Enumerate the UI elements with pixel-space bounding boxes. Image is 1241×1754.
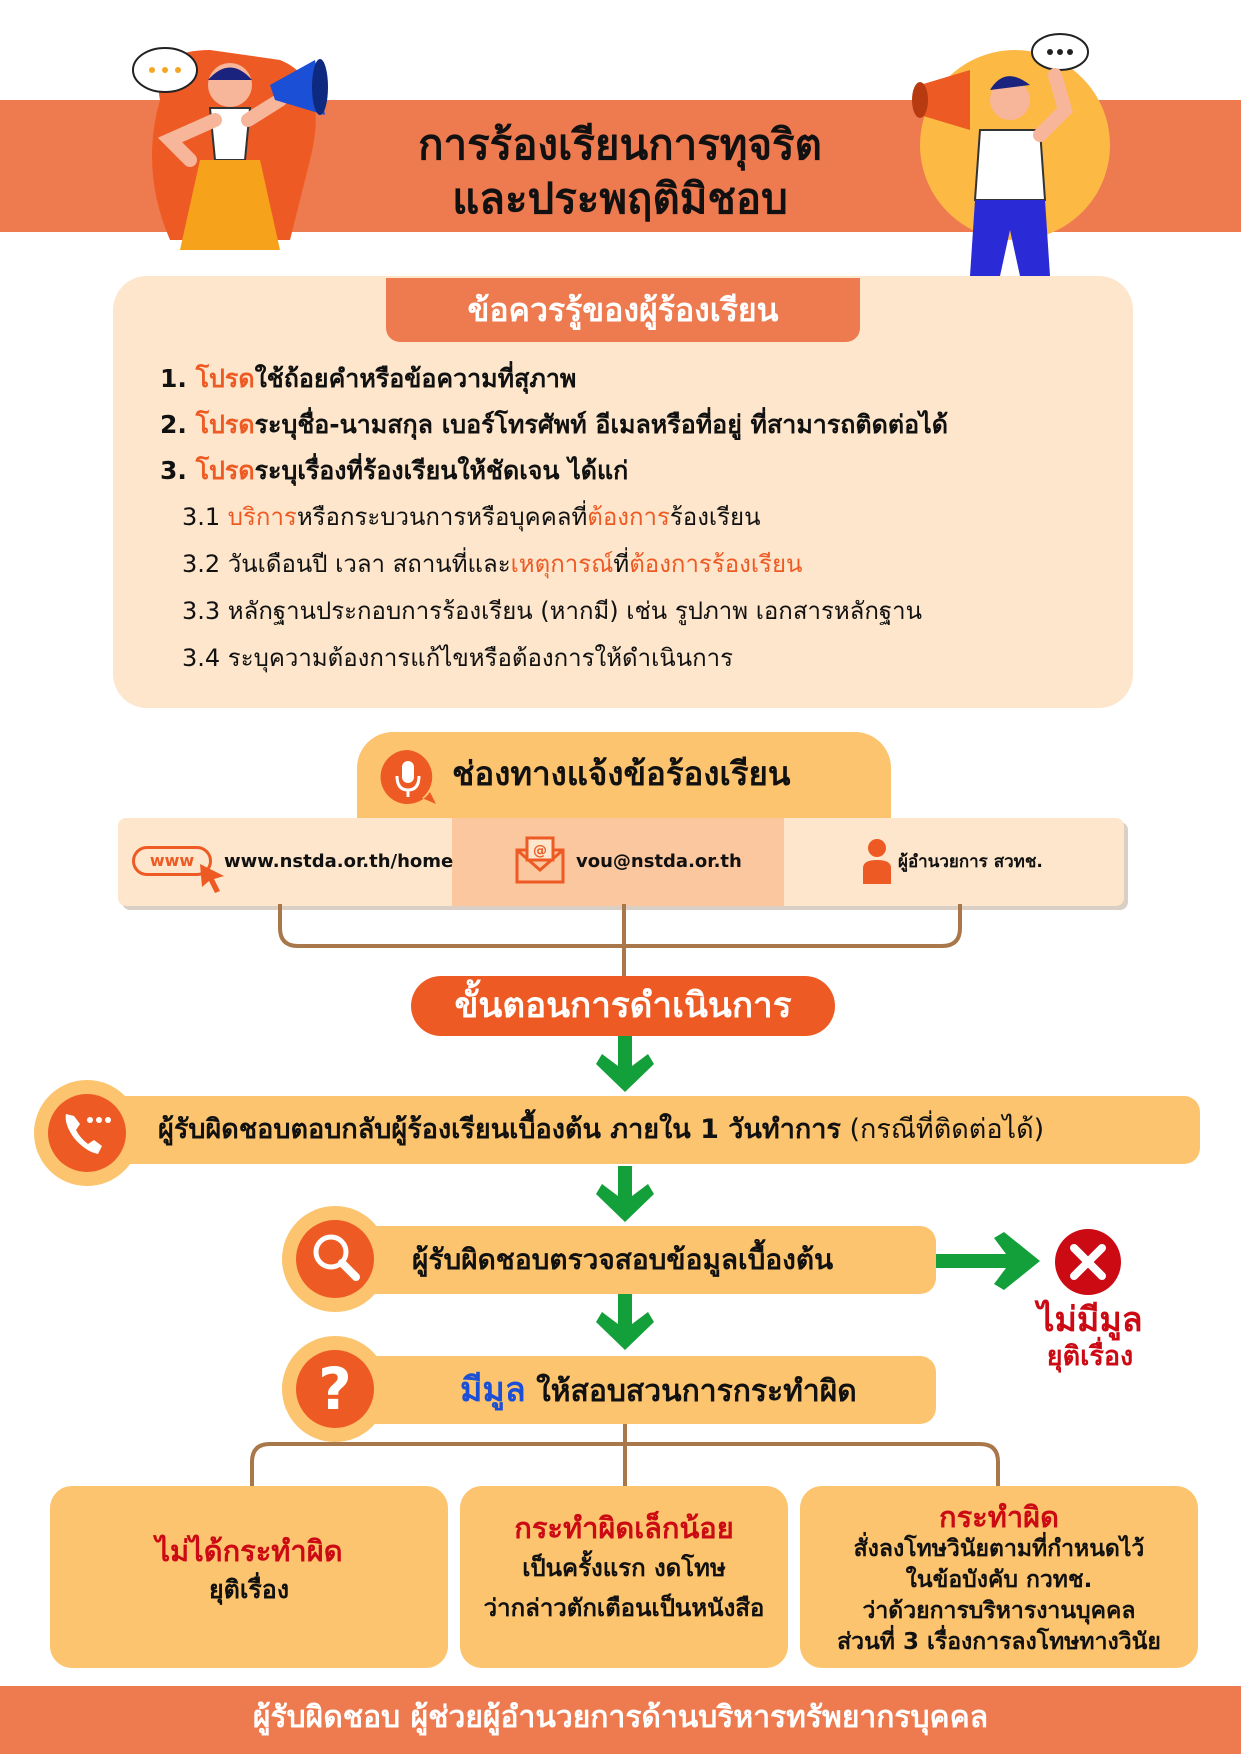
phone-icon: [65, 1114, 111, 1154]
tips-heading: ข้อควรรู้ของผู้ร้องเรียน: [386, 278, 860, 342]
outcome-line: สั่งลงโทษวินัยตามที่กำหนดไว้: [853, 1536, 1145, 1562]
title-line-2: และประพฤติมิชอบ: [452, 174, 788, 223]
tip-highlight: โปรด: [195, 364, 255, 393]
tip-item-2: 2. โปรดระบุชื่อ-นามสกุล เบอร์โทรศัพท์ อี…: [160, 402, 1120, 448]
tip-text: ระบุชื่อ-นามสกุล เบอร์โทรศัพท์ อีเมลหรือ…: [254, 410, 948, 439]
channels-header: [357, 732, 891, 822]
email-link[interactable]: vou@nstda.or.th: [576, 851, 742, 872]
woman-megaphone-illustration: [132, 47, 328, 250]
sub-highlight: ต้องการ: [587, 503, 670, 531]
sub-highlight: เหตุการณ์: [510, 550, 614, 578]
outcome-offense: กระทำผิด สั่งลงโทษวินัยตามที่กำหนดไว้ ใน…: [800, 1486, 1198, 1668]
phone-badge-inner: [48, 1094, 126, 1172]
step1-bar: [100, 1096, 1200, 1164]
sub-number: 3.1: [182, 503, 228, 531]
reject-x-icon: [1055, 1229, 1121, 1295]
step1-note: (กรณีที่ติดต่อได้): [840, 1114, 1045, 1145]
tip-number: 2.: [160, 410, 187, 439]
tips-list: 1. โปรดใช้ถ้อยคำหรือข้อความที่สุภาพ 2. โ…: [160, 356, 1120, 682]
step3-highlight: มีมูล: [460, 1370, 526, 1410]
down-arrow-icon: [596, 1166, 654, 1222]
step3-bar: [330, 1356, 936, 1424]
www-badge-icon: www: [132, 846, 212, 876]
sub-text: ที่: [613, 550, 630, 578]
down-arrow-icon: [596, 1294, 654, 1350]
step1-main: ผู้รับผิดชอบตอบกลับผู้ร้องเรียนเบื้องต้น…: [158, 1114, 841, 1145]
channel-connector-lines: [278, 904, 962, 984]
channels-heading: ช่องทางแจ้งข้อร้องเรียน: [452, 754, 791, 793]
sub-text: วันเดือนปี เวลา สถานที่และ: [227, 550, 511, 578]
outcome-line: ว่าด้วยการบริหารงานบุคคล: [862, 1598, 1136, 1624]
sub-text: ร้องเรียน: [669, 503, 761, 531]
sub-item-3-2: 3.2 วันเดือนปี เวลา สถานที่และเหตุการณ์ท…: [160, 541, 1120, 588]
tips-panel: [113, 276, 1133, 708]
tip-highlight: โปรด: [195, 456, 255, 485]
step2-text: ผู้รับผิดชอบตรวจสอบข้อมูลเบื้องต้น: [412, 1243, 834, 1276]
channels-email-cell: [452, 818, 784, 906]
sub-highlight: บริการ: [227, 503, 297, 531]
process-heading: ขั้นตอนการดำเนินการ: [411, 976, 835, 1036]
sub-item-3-4: 3.4 ระบุความต้องการแก้ไขหรือต้องการให้ดำ…: [182, 644, 733, 672]
sub-item-3-1: 3.1 บริการหรือกระบวนการหรือบุคคลที่ต้องก…: [160, 494, 1120, 541]
step3-main: ให้สอบสวนการกระทำผิด: [525, 1374, 857, 1409]
tip-item-1: 1. โปรดใช้ถ้อยคำหรือข้อความที่สุภาพ: [160, 356, 1120, 402]
sub-text: หรือกระบวนการหรือบุคคลที่: [296, 503, 588, 531]
magnifier-icon: [313, 1234, 360, 1281]
step2-bar: [330, 1226, 936, 1294]
outcome-line: ยุติเรื่อง: [208, 1575, 290, 1604]
no-basis-label: ไม่มีมูล ยุติเรื่อง: [1000, 1300, 1180, 1374]
man-megaphone-illustration: [912, 33, 1110, 276]
cursor-icon: [200, 864, 224, 893]
email-envelope-icon: @: [515, 836, 565, 884]
outcome-line: ว่ากล่าวตักเตือนเป็นหนังสือ: [483, 1594, 765, 1622]
tip-text: ใช้ถ้อยคำหรือข้อความที่สุภาพ: [254, 364, 577, 393]
outcome-connector-lines: [250, 1424, 1000, 1490]
outcome-minor-offense: กระทำผิดเล็กน้อย เป็นครั้งแรก งดโทษ ว่าก…: [460, 1486, 788, 1668]
sub-highlight: ต้องการร้องเรียน: [629, 550, 803, 578]
www-badge-text: www: [149, 851, 195, 870]
sub-number: 3.2: [182, 550, 228, 578]
outcome-not-guilty: ไม่ได้กระทำผิด ยุติเรื่อง: [50, 1486, 448, 1668]
tip-number: 3.: [160, 456, 187, 485]
search-badge-inner: [296, 1220, 374, 1298]
at-symbol: @: [533, 843, 547, 859]
step1-text: ผู้รับผิดชอบตอบกลับผู้ร้องเรียนเบื้องต้น…: [158, 1096, 1044, 1164]
website-link[interactable]: www.nstda.or.th/home: [224, 851, 454, 872]
right-arrow-icon: [936, 1232, 1040, 1290]
microphone-chat-icon: [380, 749, 436, 804]
tip-highlight: โปรด: [195, 410, 255, 439]
question-mark-icon: ?: [296, 1350, 374, 1428]
title-line-1: การร้องเรียนการทุจริต: [418, 120, 822, 169]
outcome-title: ไม่ได้กระทำผิด: [155, 1534, 343, 1568]
down-arrow-icon: [596, 1036, 654, 1092]
outcome-title: กระทำผิด: [939, 1500, 1059, 1534]
no-basis-title: ไม่มีมูล: [1037, 1300, 1143, 1340]
step3-text: มีมูล ให้สอบสวนการกระทำผิด: [460, 1356, 857, 1426]
sub-item-3-3: 3.3 หลักฐานประกอบการร้องเรียน (หากมี) เช…: [182, 597, 923, 625]
director-contact: ผู้อำนวยการ สวทช.: [898, 852, 1043, 872]
outcome-title: กระทำผิดเล็กน้อย: [514, 1511, 734, 1545]
tip-item-3: 3. โปรดระบุเรื่องที่ร้องเรียนให้ชัดเจน ไ…: [160, 448, 1120, 494]
tip-text: ระบุเรื่องที่ร้องเรียนให้ชัดเจน ได้แก่: [254, 456, 629, 485]
no-basis-sub: ยุติเรื่อง: [1046, 1341, 1134, 1372]
person-icon: [863, 839, 891, 884]
outcome-line: ในข้อบังคับ กวทช.: [905, 1567, 1093, 1593]
outcome-line: เป็นครั้งแรก งดโทษ: [522, 1554, 726, 1582]
tip-number: 1.: [160, 364, 187, 393]
outcome-line: ส่วนที่ 3 เรื่องการลงโทษทางวินัย: [837, 1629, 1161, 1655]
responsible-footer: ผู้รับผิดชอบ ผู้ช่วยผู้อำนวยการด้านบริหา…: [0, 1686, 1241, 1754]
page-title: การร้องเรียนการทุจริต และประพฤติมิชอบ: [300, 118, 940, 226]
